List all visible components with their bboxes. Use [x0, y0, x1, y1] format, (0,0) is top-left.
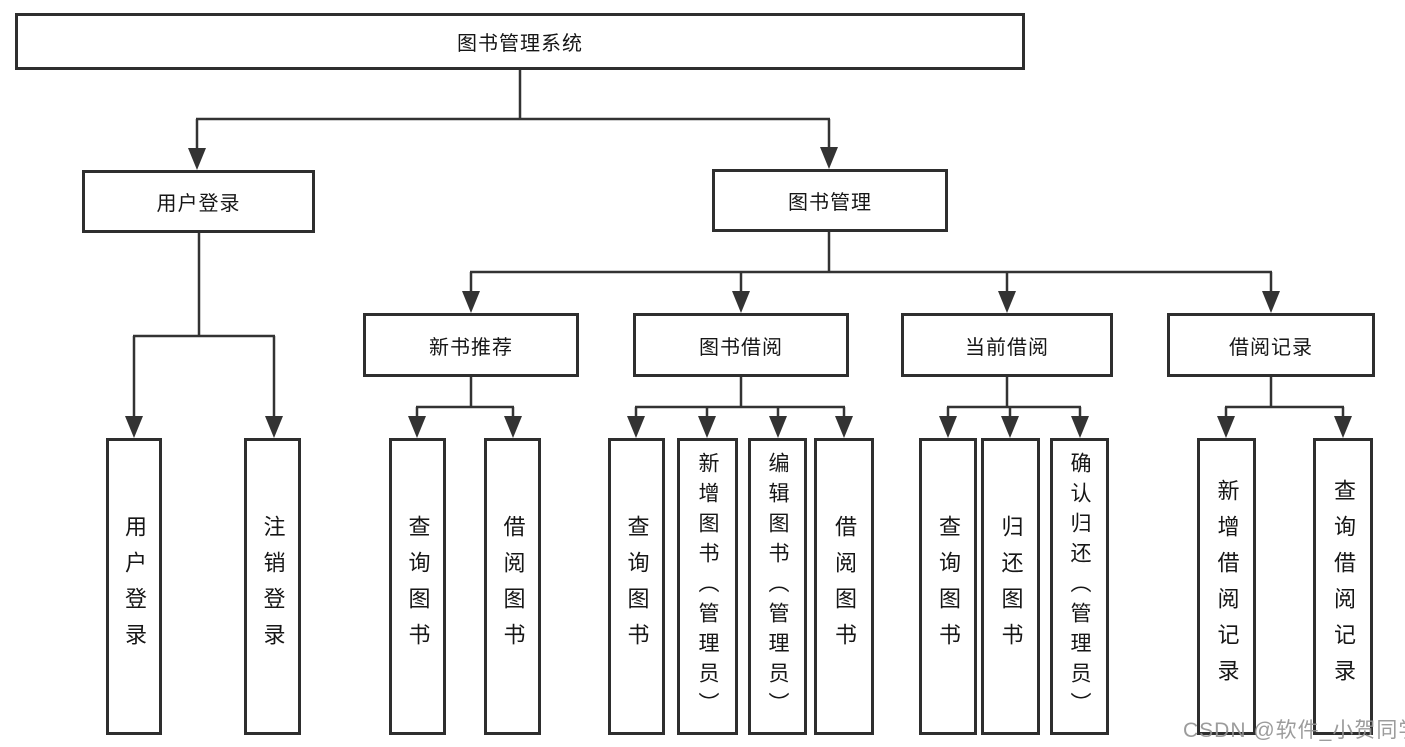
node-borrow-record: 借阅记录	[1167, 313, 1375, 377]
leaf-query-book-recommend: 查询图书	[389, 438, 446, 735]
node-label: 新增图书（管理员）	[696, 451, 719, 722]
node-label: 借阅记录	[1229, 336, 1313, 359]
node-user-login: 用户登录	[82, 170, 315, 233]
node-label: 新书推荐	[429, 336, 513, 359]
leaf-borrow-book: 借阅图书	[814, 438, 874, 735]
node-label: 注销登录	[260, 514, 286, 659]
node-book-borrow: 图书借阅	[633, 313, 849, 377]
connector-current-borrow-branch	[946, 377, 1082, 418]
node-label: 当前借阅	[965, 336, 1049, 359]
arrowheads-root-branch	[188, 147, 838, 170]
leaf-add-book-admin: 新增图书（管理员）	[677, 438, 738, 735]
leaf-add-borrow-record: 新增借阅记录	[1197, 438, 1256, 735]
arrowheads-borrow-record-branch	[1217, 416, 1352, 438]
leaf-logout: 注销登录	[244, 438, 301, 735]
node-label: 新增借阅记录	[1214, 478, 1240, 695]
leaf-edit-book-admin: 编辑图书（管理员）	[748, 438, 807, 735]
node-label: 查询图书	[405, 514, 431, 659]
node-label: 归还图书	[998, 514, 1024, 659]
leaf-return-book: 归还图书	[981, 438, 1040, 735]
node-label: 查询图书	[624, 514, 650, 659]
node-new-book-recommend: 新书推荐	[363, 313, 579, 377]
node-label: 图书借阅	[699, 336, 783, 359]
arrowheads-user-login-branch	[125, 416, 283, 438]
node-label: 图书管理	[788, 192, 872, 214]
node-label: 图书管理系统	[457, 33, 583, 55]
node-label: 编辑图书（管理员）	[766, 451, 789, 722]
node-label: 借阅图书	[500, 514, 526, 659]
connector-user-login-branch	[132, 233, 276, 418]
leaf-query-borrow-record: 查询借阅记录	[1313, 438, 1373, 735]
connector-borrow-record-branch	[1224, 377, 1345, 418]
connector-book-borrow-branch	[634, 377, 846, 418]
node-label: 用户登录	[122, 514, 147, 659]
leaf-borrow-book-recommend: 借阅图书	[484, 438, 541, 735]
connector-root-branch	[195, 70, 831, 150]
connector-new-book-branch	[415, 377, 515, 418]
arrowheads-book-borrow-branch	[627, 416, 853, 438]
node-label: 确认归还（管理员）	[1068, 451, 1091, 722]
node-label: 借阅图书	[832, 514, 857, 659]
node-library-management-system: 图书管理系统	[15, 13, 1025, 70]
leaf-confirm-return-admin: 确认归还（管理员）	[1050, 438, 1109, 735]
arrowheads-new-book-branch	[408, 416, 522, 438]
node-label: 查询借阅记录	[1331, 478, 1356, 695]
node-book-management: 图书管理	[712, 169, 948, 232]
arrowheads-current-borrow-branch	[939, 416, 1089, 438]
node-current-borrow: 当前借阅	[901, 313, 1113, 377]
node-label: 查询图书	[936, 514, 961, 659]
watermark: CSDN @软件_小贺同学	[1183, 719, 1405, 742]
node-label: 用户登录	[156, 193, 241, 215]
connector-book-management-branch	[469, 232, 1273, 293]
leaf-user-login: 用户登录	[106, 438, 162, 735]
arrowheads-book-management-branch	[462, 291, 1280, 313]
leaf-query-book-borrow: 查询图书	[608, 438, 665, 735]
leaf-query-book-current: 查询图书	[919, 438, 977, 735]
